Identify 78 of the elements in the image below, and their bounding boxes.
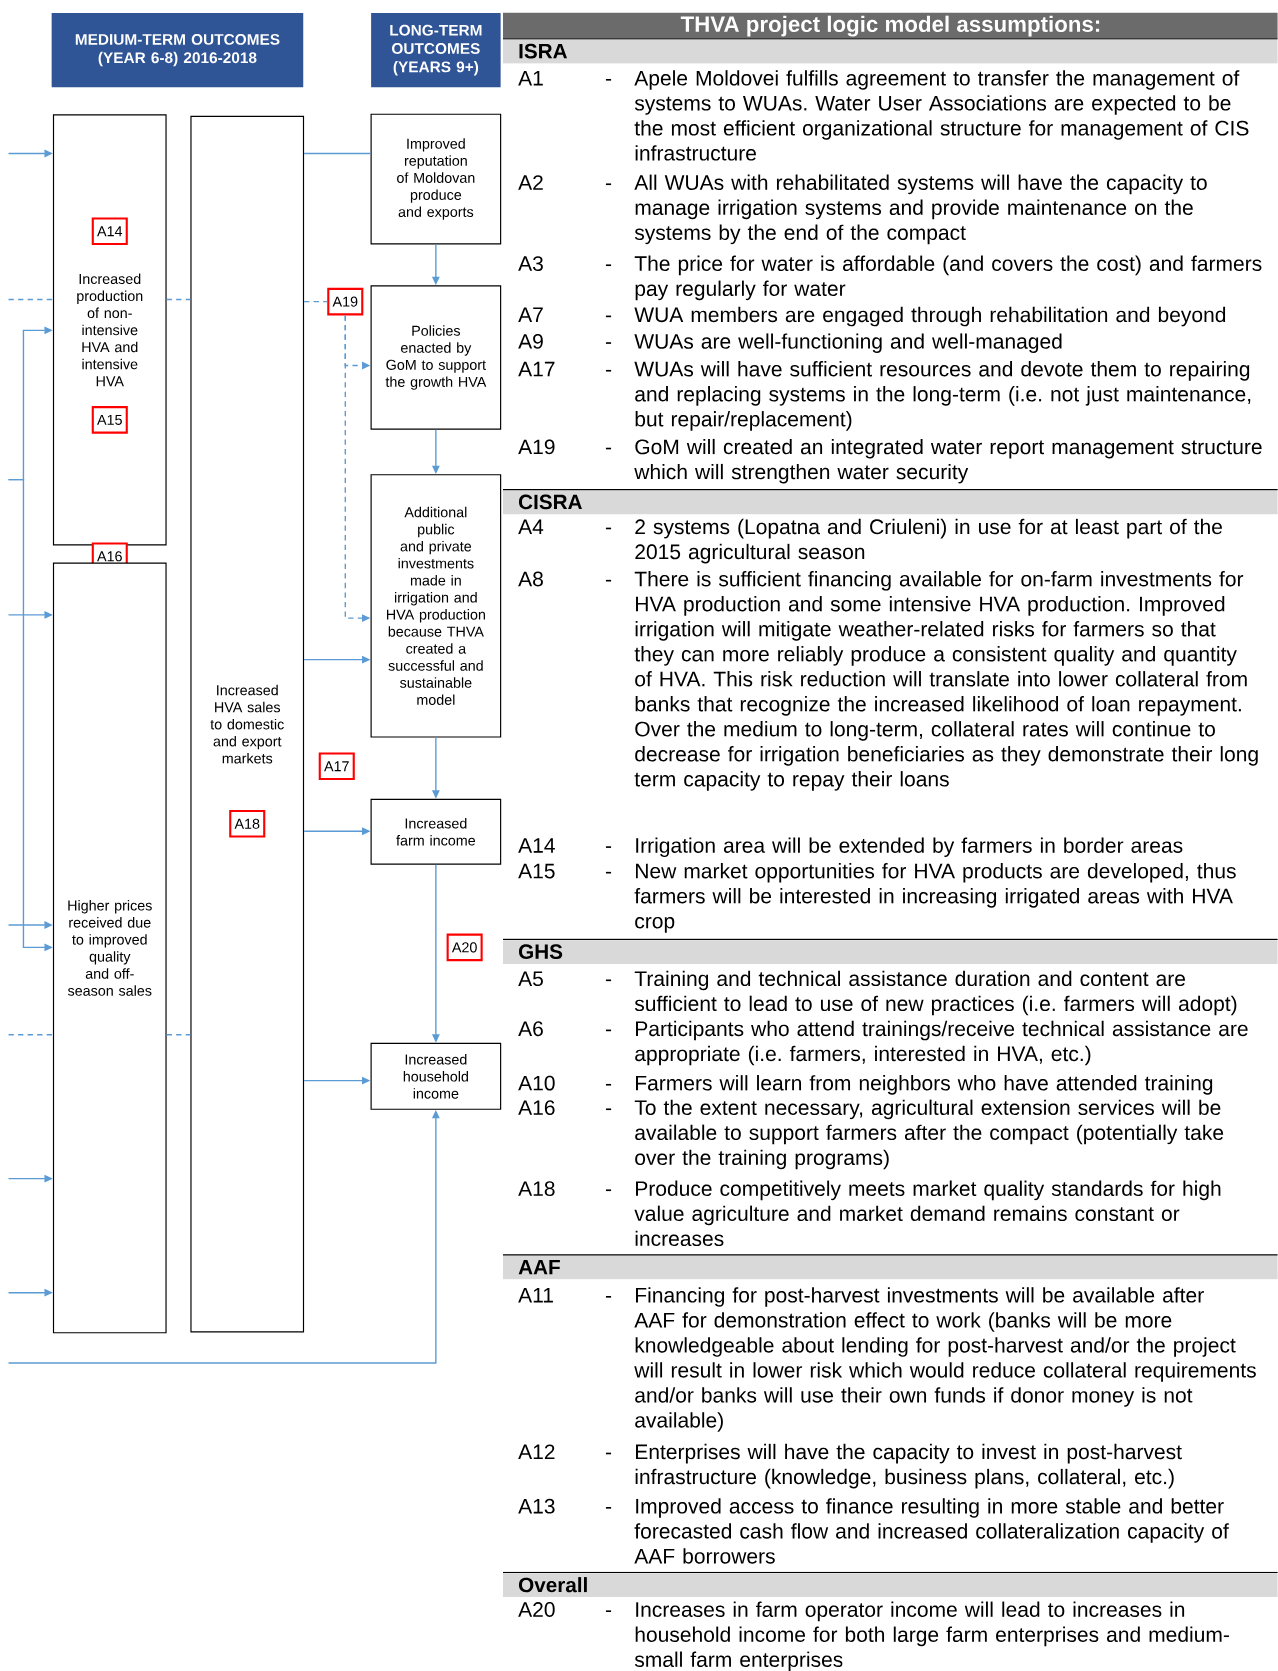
assumption-id: A15 [518, 863, 555, 879]
connector-line [166, 298, 192, 301]
list-dash: - [606, 342, 612, 344]
assumption-id: A16 [518, 1100, 555, 1116]
section-heading: CISRA [502, 489, 1278, 515]
assumption-id: A6 [518, 1021, 543, 1037]
outcome-box: Policies enacted by GoM to support the growth HVA [370, 285, 502, 430]
connector-line [7, 298, 54, 301]
section-heading: Overall [502, 1571, 1278, 1597]
assumption-id: A3 [518, 256, 543, 271]
assumption-text: Produce competitively meets market quality standards for high value agriculture and market demand remains constant or increases [634, 1180, 1221, 1247]
list-dash: - [606, 1189, 612, 1192]
assumption-text: WUAs are well-functioning and well-managed [634, 333, 1062, 353]
list-dash: - [606, 183, 612, 186]
assumption-text: To the extent necessary, agricultural extension services will be available to support farmers after the compact (potentially take over the training programs) [634, 1099, 1224, 1170]
assumption-text: Improved access to finance resulting in more stable and better forecasted cash flow and increased collateralization capacity of AAF borrowers [634, 1498, 1229, 1564]
assumption-id: A13 [518, 1498, 555, 1514]
assumption-text: Irrigation area will be extended by farmers in border areas [636, 837, 1183, 858]
assumption-text: There is sufficient financing available for on-farm investments for HVA production and some intensive HVA production. Improved irrigation will mitigate weather-related risks for farmers so that they can more reliably produce a consistent quality and quantity of HVA. This risk reduction will translate into lower collateral from banks that recognize the increased likelihood of loan repayment. Over the medium to long-term, collateral rates will continue to decrease for irrigation beneficiaries as they demonstrate their long term capacity to repay their loans [634, 571, 1258, 791]
column-header: LONG-TERM OUTCOMES (YEARS 9+) [371, 12, 501, 88]
assumption-text: 2 systems (Lopatna and Criuleni) in use for at least part of the 2015 agricultural season [635, 518, 1223, 564]
assumption-text: Training and technical assistance duration and content are sufficient to lead to use of new practices (i.e. farmers will adopt) [634, 970, 1237, 1016]
list-dash: - [606, 1029, 612, 1032]
assumption-text: The price for water is affordable (and covers the cost) and farmers pay regularly for water [634, 255, 1262, 301]
assumption-id: A18 [518, 1181, 555, 1197]
section-heading: ISRA [502, 38, 1278, 64]
assumption-text: Enterprises will have the capacity to invest in post-harvest infrastructure (knowledge, business plans, collateral, etc.) [635, 1443, 1182, 1489]
assumption-text: Participants who attend trainings/receive technical assistance are appropriate (i.e. farmers, interested in HVA, etc.) [635, 1020, 1248, 1066]
outcome-box: Increased farm income [370, 798, 502, 865]
list-dash: - [606, 1452, 612, 1455]
list-dash: - [606, 1610, 612, 1612]
list-dash: - [606, 1083, 612, 1086]
assumption-tag: A18 [229, 810, 266, 838]
assumption-text: Increases in farm operator income will lead to increases in household income for both large farm enterprises and medium-small farm enterprises [635, 1601, 1230, 1671]
list-dash: - [606, 871, 612, 874]
outcome-box: Higher prices received due to improved quality and off-season sales [53, 562, 167, 1334]
assumption-tag: A17 [318, 752, 355, 781]
list-dash: - [606, 1507, 612, 1509]
connector-line [303, 300, 329, 303]
assumption-text: New market opportunities for HVA products are developed, thus farmers will be interested in increasing irrigated areas with HVA crop [634, 863, 1236, 933]
list-dash: - [606, 447, 612, 450]
list-dash: - [606, 579, 612, 582]
assumption-text: Financing for post-harvest investments will be available after AAF for demonstration effect to work (banks will be more knowledgeable about lending for post-harvest and/or the project will result in lower risk which would reduce collateral requirements and/or banks will use their own funds if donor money is not available) [634, 1287, 1256, 1432]
assumption-tag: A19 [327, 287, 364, 316]
list-dash: - [606, 1296, 612, 1298]
assumption-id: A20 [518, 1602, 555, 1617]
assumption-tag: A15 [91, 406, 128, 434]
list-dash: - [606, 264, 612, 267]
connector-line [303, 152, 372, 155]
outcome-box: Improved reputation of Moldovan produce and exports [370, 113, 502, 245]
assumption-text: GoM will created an integrated water report management structure which will strengthen water security [634, 438, 1262, 484]
table-title: THVA project logic model assumptions: [503, 12, 1278, 39]
assumption-text: WUA members are engaged through rehabilitation and beyond [634, 306, 1226, 327]
column-header: MEDIUM-TERM OUTCOMES (YEAR 6-8) 2016-2018 [51, 12, 304, 88]
list-dash: - [606, 315, 612, 318]
section-heading: AAF [502, 1254, 1278, 1280]
connector-line [166, 1034, 192, 1036]
assumption-tag: A14 [91, 217, 128, 246]
section-heading: GHS [502, 938, 1278, 964]
outcome-box: Additional public and private investments made in irrigation and HVA production because THVA created a successful and sustainable model [370, 474, 502, 738]
list-dash: - [606, 846, 612, 848]
assumption-id: A1 [518, 70, 543, 86]
list-dash: - [606, 369, 612, 372]
assumption-id: A12 [518, 1444, 555, 1460]
list-dash: - [606, 1108, 612, 1111]
assumption-tag: A20 [446, 933, 483, 962]
assumption-id: A19 [518, 439, 555, 455]
assumption-id: A5 [518, 971, 544, 987]
assumption-text: Farmers will learn from neighbors who have attended training [636, 1075, 1213, 1095]
assumption-text: All WUAs with rehabilitated systems will have the capacity to manage irrigation systems and provide maintenance on the systems by the end of the compact [634, 174, 1207, 245]
list-dash: - [606, 979, 612, 982]
assumption-text: WUAs will have sufficient resources and devote them to repairing and replacing systems in the long-term (i.e. not just maintenance, but repair/replacement) [634, 361, 1251, 431]
list-dash: - [606, 527, 612, 530]
assumption-text: Apele Moldovei fulfills agreement to transfer the management of systems to WUAs. Water User Associations are expected to be the most efficient organizational structure for management of CIS infrastructure [634, 70, 1249, 161]
assumption-id: A11 [518, 1287, 554, 1303]
outcome-box: Increased household income [370, 1042, 502, 1110]
list-dash: - [606, 79, 612, 81]
connector-line [7, 1034, 54, 1036]
